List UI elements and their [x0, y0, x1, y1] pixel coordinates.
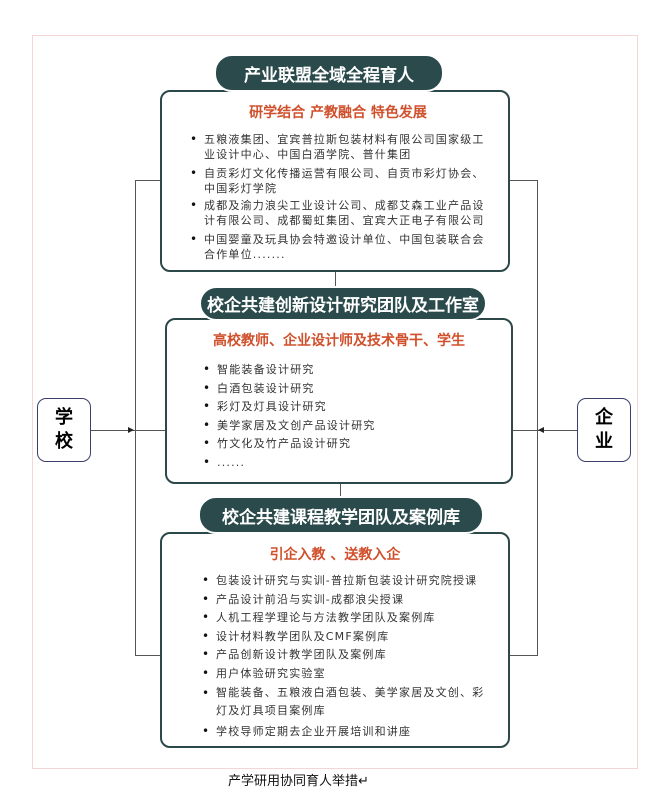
diagram-frame: [32, 35, 638, 769]
section-2-header: 校企共建创新设计研究团队及工作室: [199, 286, 487, 321]
list-item: 中国婴童及玩具协会特邀设计单位、中国包装联合会合作单位.......: [188, 232, 488, 262]
list-item: 产品设计前沿与实训-成都浪尖授课: [200, 592, 488, 607]
section-2-subtitle: 高校教师、企业设计师及技术骨干、学生: [213, 333, 465, 349]
school-label: 学校: [55, 407, 73, 452]
list-item: 人机工程学理论与方法教学团队及案例库: [200, 610, 488, 625]
list-item: 自贡彩灯文化传播运营有限公司、自贡市彩灯协会、中国彩灯学院: [188, 166, 488, 196]
list-item: 竹文化及竹产品设计研究: [201, 436, 491, 451]
list-item: 智能装备设计研究: [201, 362, 491, 377]
section-1-header: 产业联盟全域全程育人: [214, 54, 444, 92]
list-item: 用户体验研究实验室: [200, 666, 488, 681]
list-item: 学校导师定期去企业开展培训和讲座: [200, 724, 488, 739]
enterprise-node: 企业: [577, 398, 631, 462]
right-link-2: [513, 430, 577, 431]
right-link-3: [510, 655, 537, 656]
section-1-box: 研学结合 产教融合 特色发展 五粮液集团、宜宾普拉斯包装材料有限公司国家级工业设…: [160, 90, 510, 272]
section-3-box: 引企入教 、送教入企 包装设计研究与实训-普拉斯包装设计研究院授课 产品设计前沿…: [160, 532, 510, 748]
center-link-1: [335, 272, 336, 288]
section-2-box: 高校教师、企业设计师及技术骨干、学生 智能装备设计研究 白酒包装设计研究 彩灯及…: [165, 318, 513, 484]
enterprise-label: 企业: [595, 407, 613, 452]
list-item: 彩灯及灯具设计研究: [201, 399, 491, 414]
figure-caption: 产学研用协同育人举措↵: [228, 774, 369, 789]
list-item: 美学家居及文创产品设计研究: [201, 418, 491, 433]
left-link-3: [135, 655, 161, 656]
left-link-2: [89, 430, 166, 431]
left-connector: [135, 180, 136, 656]
school-node: 学校: [37, 398, 91, 462]
section-1-subtitle: 研学结合 产教融合 特色发展: [249, 105, 427, 121]
list-item: 五粮液集团、宜宾普拉斯包装材料有限公司国家级工业设计中心、中国白酒学院、普什集团: [188, 132, 488, 162]
list-item: ......: [201, 455, 491, 470]
list-item: 白酒包装设计研究: [201, 381, 491, 396]
list-item: 智能装备、五粮液白酒包装、美学家居及文创、彩灯及灯具项目案例库: [200, 684, 488, 720]
right-link-1: [510, 180, 537, 181]
left-link-1: [135, 180, 161, 181]
section-3-subtitle: 引企入教 、送教入企: [269, 547, 401, 563]
list-item: 包装设计研究与实训-普拉斯包装设计研究院授课: [200, 573, 488, 588]
list-item: 设计材料教学团队及CMF案例库: [200, 629, 488, 644]
right-connector: [537, 180, 538, 656]
arrow-icon: [538, 427, 544, 433]
list-item: 成都及渝力浪尖工业设计公司、成都艾森工业产品设计有限公司、成都蜀虹集团、宜宾大正…: [188, 198, 488, 228]
center-link-2: [340, 484, 341, 498]
section-3-header: 校企共建课程教学团队及案例库: [198, 496, 484, 534]
arrow-icon: [128, 427, 134, 433]
list-item: 产品创新设计教学团队及案例库: [200, 647, 488, 662]
